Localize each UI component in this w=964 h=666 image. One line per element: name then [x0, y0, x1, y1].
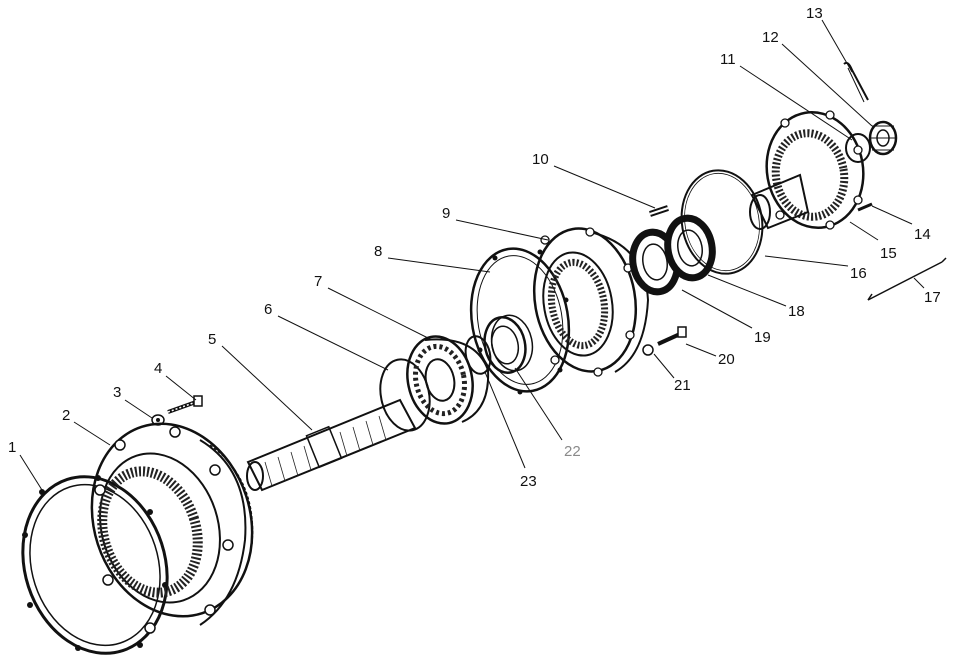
part-label-10: 10 — [532, 151, 549, 168]
part-label-9: 9 — [442, 205, 450, 222]
bearing-housing-part-9 — [532, 227, 650, 377]
part-label-5: 5 — [208, 331, 216, 348]
part-label-22: 22 — [564, 443, 581, 460]
part-label-12: 12 — [762, 29, 779, 46]
gasket-ring-part-1 — [21, 475, 169, 655]
part-label-11: 11 — [720, 51, 736, 68]
bolt-part-20 — [657, 326, 687, 346]
part-label-16: 16 — [850, 265, 867, 282]
flange-hub-part-15 — [749, 110, 865, 230]
ball-bearing-part-7 — [406, 335, 490, 425]
part-label-6: 6 — [264, 301, 272, 318]
part-label-21: 21 — [674, 377, 691, 394]
part-label-23: 23 — [520, 473, 537, 490]
part-label-8: 8 — [374, 243, 382, 260]
assembly-bracket-part-17 — [867, 257, 947, 301]
gasket-part-8 — [469, 247, 571, 395]
leader-lines — [19, 19, 925, 491]
part-label-13: 13 — [806, 5, 823, 22]
housing-flange-part-2 — [90, 422, 254, 634]
part-label-14: 14 — [914, 226, 931, 243]
part-label-7: 7 — [314, 273, 322, 290]
part-label-1: 1 — [8, 439, 16, 456]
splined-shaft-part-5 — [246, 398, 417, 492]
o-ring-part-11 — [845, 133, 871, 163]
part-label-15: 15 — [880, 245, 897, 262]
washer-part-21 — [642, 344, 654, 356]
cotter-pin-part-13 — [843, 61, 869, 103]
part-label-4: 4 — [154, 360, 162, 377]
part-label-3: 3 — [113, 384, 121, 401]
bolt-part-4 — [167, 395, 203, 414]
part-label-2: 2 — [62, 407, 70, 424]
castle-nut-part-12 — [868, 120, 898, 156]
washer-part-3 — [151, 414, 165, 426]
pin-part-10 — [649, 205, 669, 217]
part-label-17: 17 — [924, 289, 941, 306]
stud-part-14 — [857, 202, 873, 212]
part-label-19: 19 — [754, 329, 771, 346]
part-label-18: 18 — [788, 303, 805, 320]
part-label-20: 20 — [718, 351, 735, 368]
part-number-labels: 1 2 3 4 5 6 7 8 9 10 11 12 13 14 15 16 1… — [8, 5, 941, 490]
